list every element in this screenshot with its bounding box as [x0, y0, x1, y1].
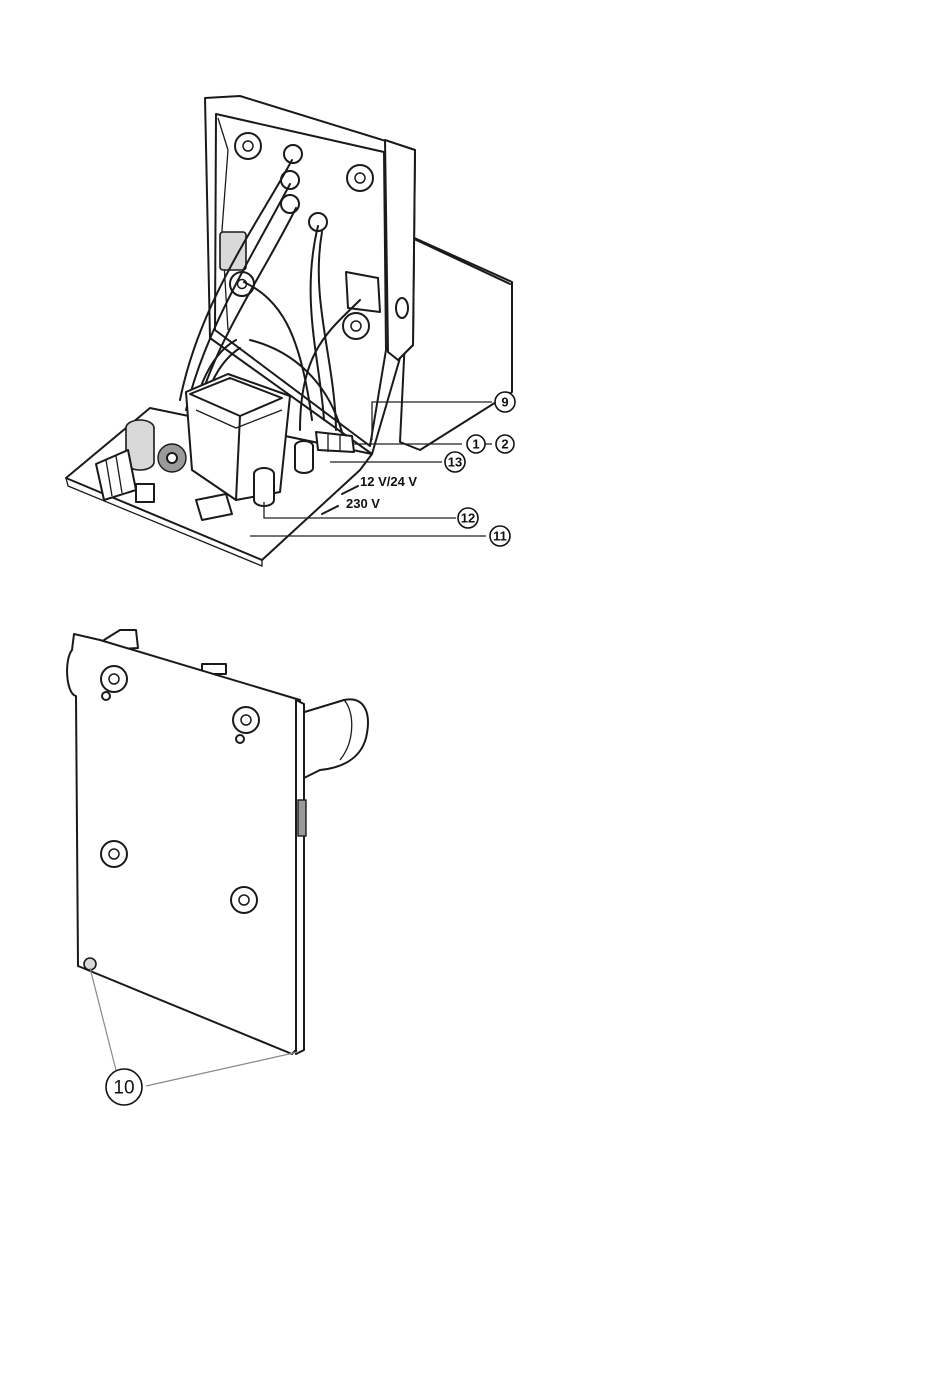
callout-9: 9: [495, 392, 515, 412]
callout-2: 2: [496, 435, 514, 453]
svg-text:1: 1: [472, 437, 479, 452]
callout-10: 10: [106, 1069, 142, 1105]
housing-cover-edge: [385, 140, 415, 360]
svg-text:9: 9: [501, 395, 508, 410]
voltage-label-230: 230 V: [346, 496, 380, 511]
wall-connector: [346, 272, 380, 312]
svg-text:10: 10: [113, 1078, 134, 1099]
back-plate-edge: [296, 700, 304, 1054]
callout-13: 13: [445, 452, 465, 472]
callout-1: 1: [467, 435, 485, 453]
back-plate-assembly: [67, 630, 368, 1054]
callout-11: 11: [490, 526, 510, 546]
svg-text:13: 13: [448, 455, 462, 470]
callout-12: 12: [458, 508, 478, 528]
housing-assembly: [66, 96, 512, 566]
svg-text:2: 2: [501, 437, 508, 452]
housing-rear-box: [400, 236, 512, 450]
edge-clip: [298, 800, 306, 836]
svg-text:12: 12: [461, 511, 475, 526]
svg-text:11: 11: [493, 529, 507, 544]
voltage-label-12-24: 12 V/24 V: [360, 474, 417, 489]
mounting-clamp: [298, 699, 368, 780]
